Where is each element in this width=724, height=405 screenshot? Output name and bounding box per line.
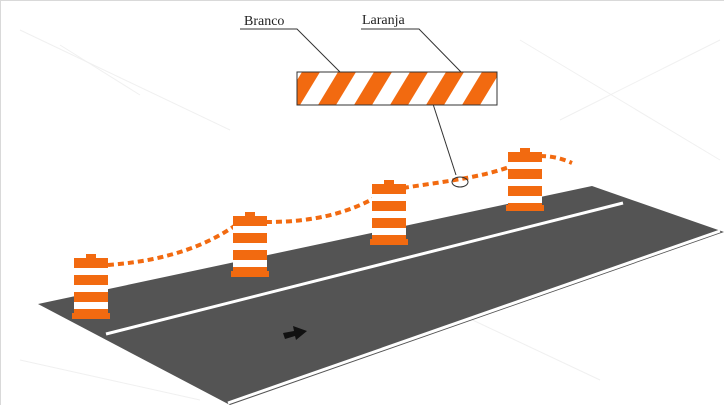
traffic-drum [506,148,544,211]
traffic-drum [231,212,269,277]
leader-line-detail [432,103,457,176]
label-orange: Laranja [362,13,406,28]
edge-marking [227,229,721,405]
striped-barricade-board [296,71,498,106]
leader-line-white [240,28,341,73]
barrier-tape [107,154,573,267]
traffic-drum [72,254,110,319]
leader-line-orange [361,28,462,73]
background-guides [19,29,721,401]
arrow-icon [283,326,307,340]
road-surface [38,186,724,405]
lane-marking [105,201,624,336]
label-white: Branco [244,14,284,29]
traffic-drum [370,180,408,245]
detail-ellipse [451,176,469,188]
